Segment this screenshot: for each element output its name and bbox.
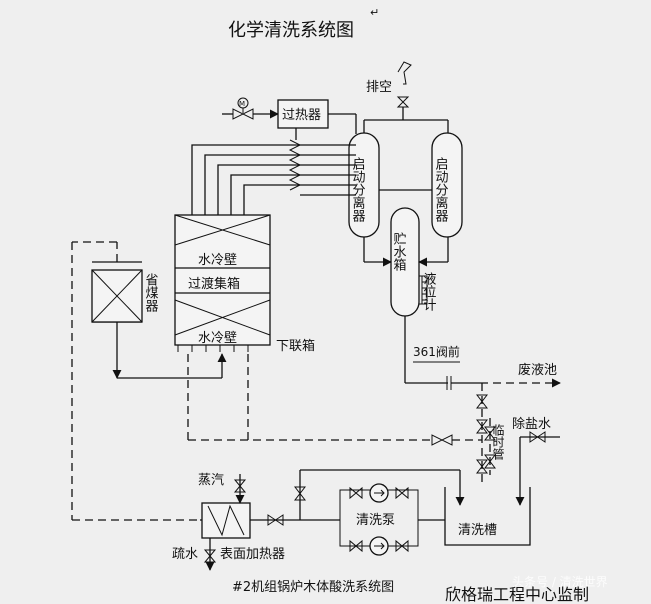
economizer-label: 省煤器 <box>143 273 159 313</box>
steam-label: 蒸汽 <box>198 473 224 488</box>
separator-left-label: 启动分离器 <box>350 157 366 223</box>
superheater-label: 过热器 <box>282 108 321 123</box>
branch-valve-upper-icon <box>475 394 489 409</box>
svg-text:M: M <box>239 100 245 108</box>
separator-right-label: 启动分离器 <box>433 157 449 223</box>
cleaning-tank-label: 清洗槽 <box>458 523 497 538</box>
temp-pipe-label: 临时管 <box>491 424 505 461</box>
cleaning-pump-label: 清洗泵 <box>356 513 395 528</box>
separator-right <box>431 132 463 238</box>
credit-label: 欣格瑞工程中心监制 <box>445 585 589 604</box>
water-wall-lower-label: 水冷壁 <box>198 331 237 346</box>
heater-valve-icon <box>267 514 284 526</box>
steam-valve-icon <box>233 479 247 493</box>
level-gauge-icon <box>419 275 428 305</box>
valve-361-label: 361阀前 <box>413 344 460 359</box>
demin-valve-icon <box>529 431 546 443</box>
cleaning-tank <box>444 487 531 546</box>
title-mark: ↵ <box>370 6 379 19</box>
return-valve-icon <box>431 434 453 446</box>
diagram-caption: #2机组锅炉木体酸洗系统图 <box>232 579 394 595</box>
water-wall-upper-label: 水冷壁 <box>198 253 237 268</box>
pump-outlet-valve-icon <box>293 486 307 501</box>
transition-header-label: 过渡集箱 <box>188 276 240 292</box>
motor-valve-icon <box>232 108 254 120</box>
drain-valve-icon <box>203 549 217 563</box>
diagram-title: 化学清洗系统图 <box>228 20 354 41</box>
level-gauge-label: 液位计 <box>421 272 437 311</box>
drain-label: 疏水 <box>172 547 198 562</box>
water-tank-label: 贮水箱 <box>391 232 407 271</box>
waste-pool-label: 废液池 <box>518 362 557 378</box>
watermark-label: 头条号 / 清洗世界 <box>512 575 608 589</box>
furnace-body <box>174 214 271 346</box>
vent-valve-icon <box>396 61 412 108</box>
surface-heater-label: 表面加热器 <box>220 547 285 562</box>
lower-header-label: 下联箱 <box>276 338 315 354</box>
superheater-coil-icon <box>288 139 302 191</box>
vent-label: 排空 <box>366 80 392 95</box>
demin-water-label: 除盐水 <box>512 417 551 432</box>
